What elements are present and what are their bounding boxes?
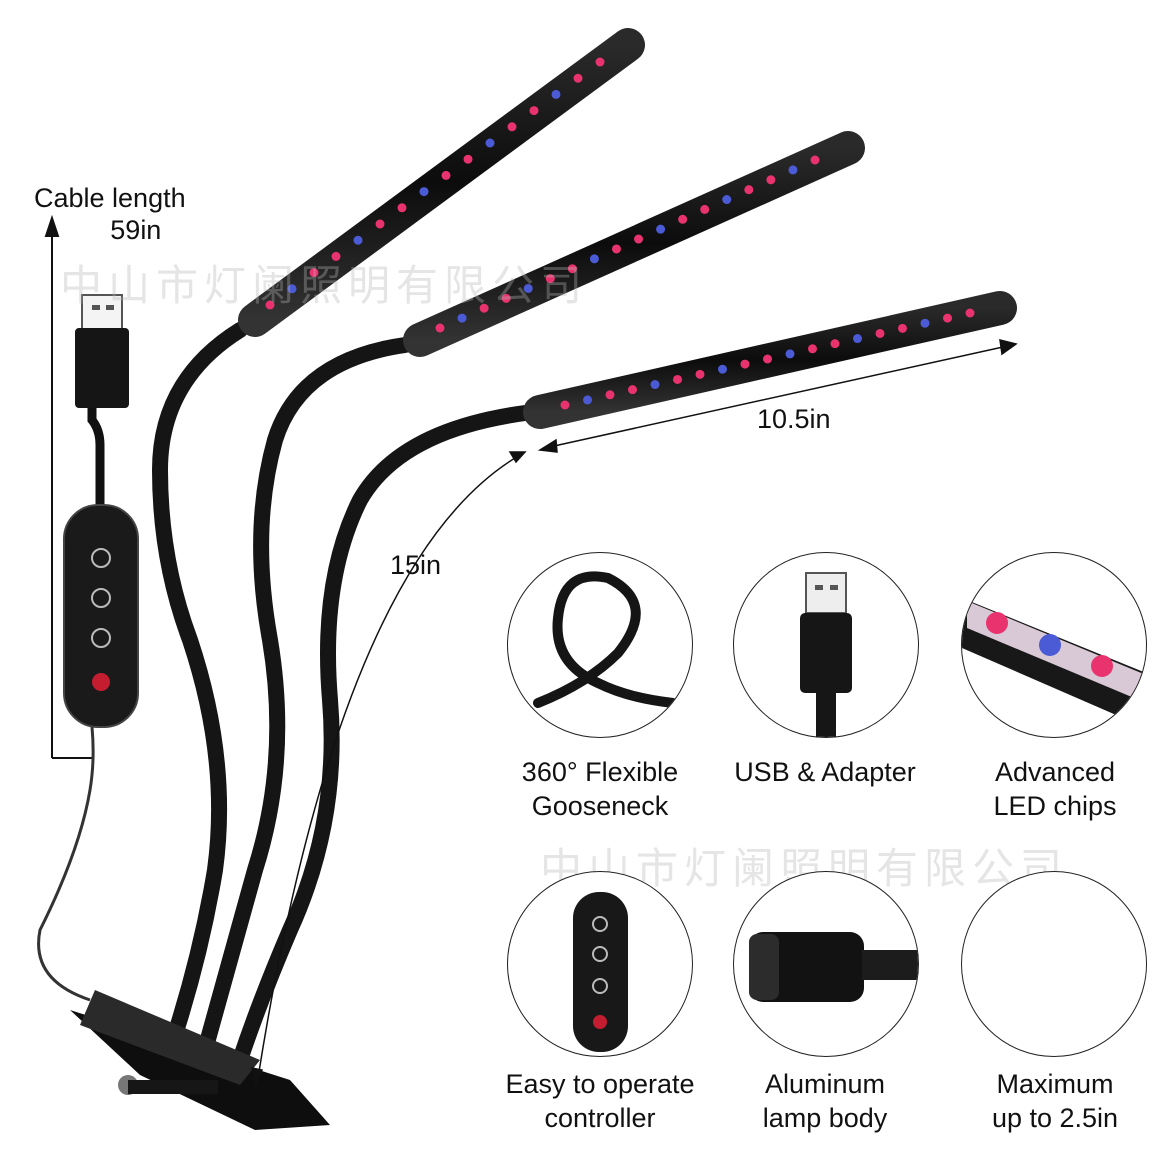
led-dot <box>595 57 605 67</box>
clip-base <box>70 990 330 1130</box>
usb-plug-icon <box>800 572 852 737</box>
bar-length-label: 10.5in <box>757 404 831 434</box>
led-dot <box>628 385 637 395</box>
led-dot <box>875 328 885 338</box>
feature-circle-gooseneck <box>507 552 693 738</box>
led-dot <box>419 187 429 197</box>
led-dot <box>529 106 539 116</box>
usb-cable <box>37 294 139 1002</box>
led-dot <box>435 323 445 333</box>
led-dot <box>678 214 688 224</box>
feature-circle-lamp-body <box>733 871 919 1057</box>
feature-circle-empty <box>961 871 1147 1057</box>
watermark-top: 中山市灯阑照明有限公司 <box>60 261 589 310</box>
led-dot <box>810 155 820 165</box>
led-dot <box>740 359 750 369</box>
led-dot <box>397 203 407 213</box>
light-bar-3 <box>523 291 1017 429</box>
feature-circle-controller <box>507 871 693 1057</box>
led-dot <box>808 344 817 354</box>
feature-circle-led <box>961 552 1147 738</box>
led-dot <box>589 254 599 264</box>
led-dot <box>331 251 341 261</box>
led-dot <box>573 73 583 83</box>
led-dot <box>965 308 975 318</box>
led-dot <box>479 303 489 313</box>
led-dot <box>545 274 555 284</box>
lamp-body-icon <box>749 932 918 1002</box>
led-dot <box>744 185 754 195</box>
led-dot <box>265 300 275 310</box>
led-dot <box>560 400 570 410</box>
led-dot <box>853 334 862 344</box>
led-dot <box>523 283 533 293</box>
led-dot <box>441 170 451 180</box>
led-dot <box>943 313 952 323</box>
led-dot <box>605 390 615 400</box>
led-dot <box>898 323 907 333</box>
led-dot <box>700 204 710 214</box>
led-dot <box>634 234 644 244</box>
goosenecks <box>151 322 533 1068</box>
cable-length-label: Cable length 59in <box>34 183 186 245</box>
led-dot <box>611 244 621 254</box>
led-dot <box>785 349 795 359</box>
led-dot <box>673 374 682 384</box>
feature-label-usb: USB & Adapter <box>734 757 916 787</box>
led-dot <box>650 380 660 390</box>
led-dot <box>763 354 772 364</box>
led-dot <box>501 293 511 303</box>
led-strip-3 <box>560 308 975 410</box>
led-strip-1 <box>265 57 605 310</box>
arm-length-arrow <box>251 451 527 1089</box>
bar-length-arrow <box>537 339 1018 453</box>
led-dot <box>375 219 385 229</box>
led-dot <box>766 175 776 185</box>
led-dot <box>830 339 840 349</box>
led-dot <box>353 235 363 245</box>
led-dot <box>463 154 473 164</box>
led-dot <box>656 224 666 234</box>
led-dot <box>485 138 495 148</box>
led-dot <box>695 369 705 379</box>
led-strip-2 <box>435 155 820 333</box>
led-dot <box>583 395 592 405</box>
arm-length-label: 15in <box>390 550 442 580</box>
led-dot <box>457 313 467 323</box>
cable-length-arrow <box>44 214 92 759</box>
led-dot <box>507 122 517 132</box>
led-dot <box>309 268 319 278</box>
led-chips-icon <box>962 598 1146 728</box>
light-bar-2 <box>403 131 865 357</box>
feature-circle-usb <box>733 552 919 738</box>
led-dot <box>722 195 732 205</box>
controller-icon <box>573 892 628 1052</box>
light-bar-1 <box>238 28 645 337</box>
led-dot <box>551 89 561 99</box>
led-dot <box>920 318 930 328</box>
gooseneck-icon <box>533 571 678 708</box>
led-dot <box>287 284 297 294</box>
led-dot <box>718 364 727 374</box>
led-dot <box>567 264 577 274</box>
led-dot <box>788 165 798 175</box>
